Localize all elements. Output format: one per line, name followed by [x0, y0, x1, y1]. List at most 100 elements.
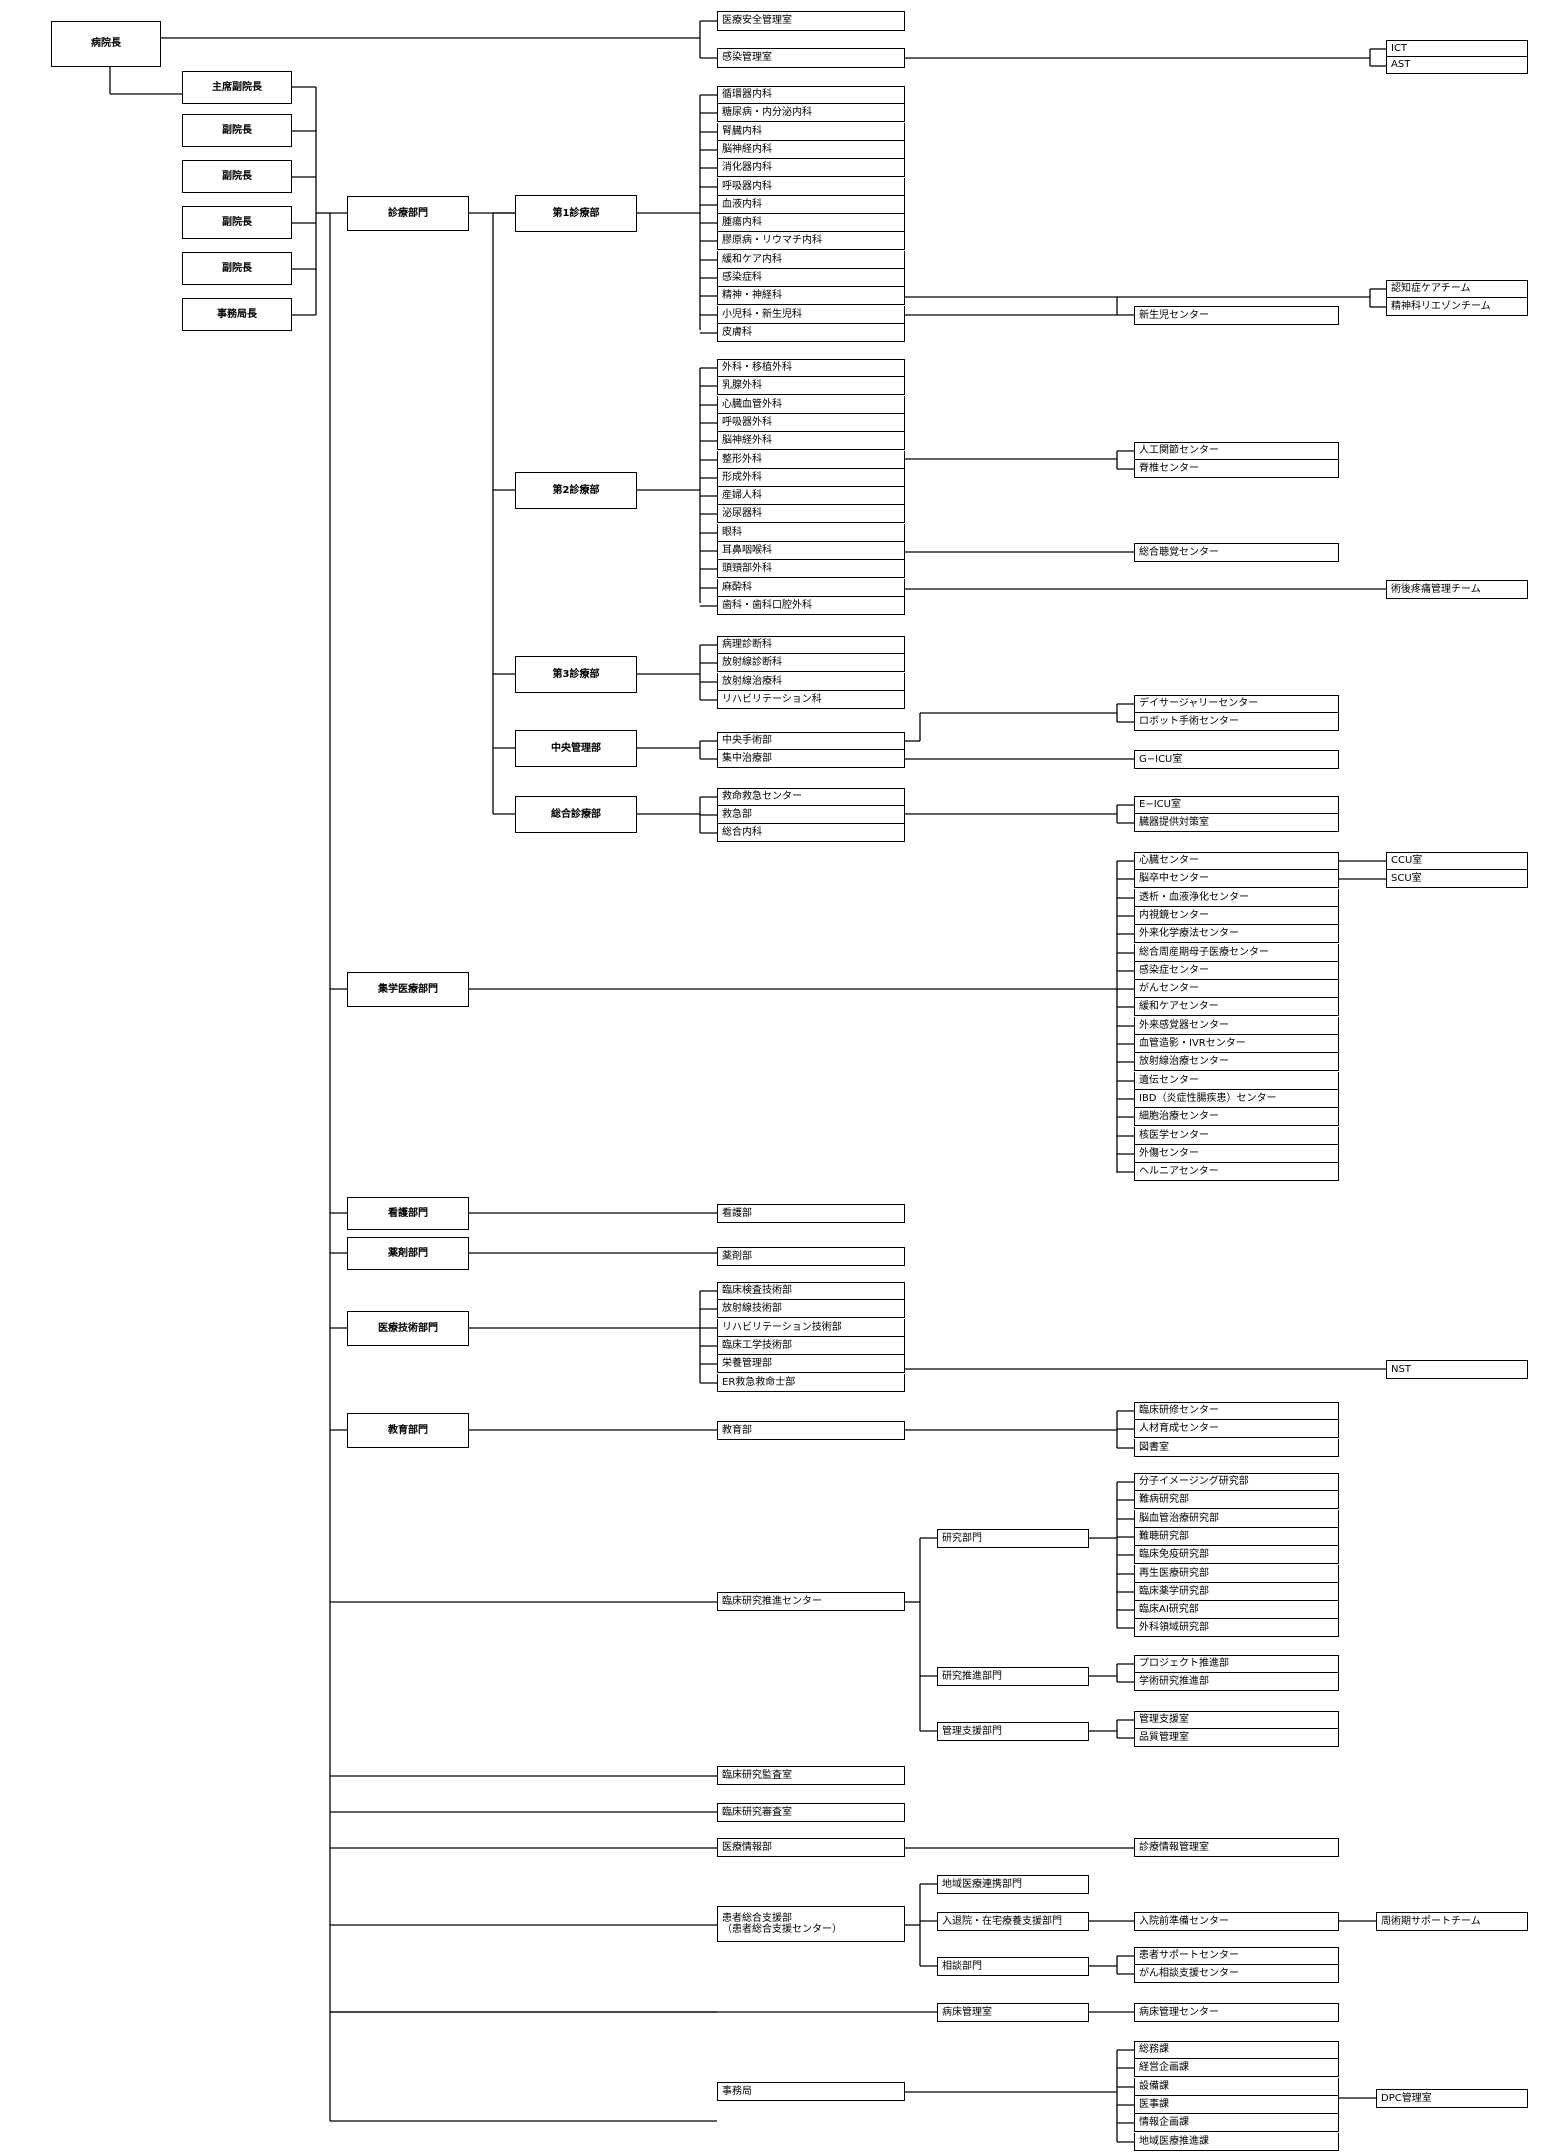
office-item: 医事課 [1134, 2096, 1339, 2114]
consult-dept: 相談部門 [937, 1957, 1089, 1976]
central-item: 中央手術部 [717, 732, 905, 750]
research-item: 分子イメージング研究部 [1134, 1473, 1339, 1491]
dept2-item: 耳鼻咽喉科 [717, 542, 905, 560]
promo-item: 学術研究推進部 [1134, 1673, 1339, 1691]
division-shugaku: 集学医療部門 [347, 972, 469, 1007]
research-item: 外科領域研究部 [1134, 1619, 1339, 1637]
office-item: 総務課 [1134, 2041, 1339, 2059]
dept2-item: 乳腺外科 [717, 377, 905, 395]
dept2-item: 歯科・歯科口腔外科 [717, 597, 905, 615]
deputy-box: 副院長 [182, 206, 292, 239]
general-box: 総合診療部 [515, 796, 637, 833]
division-yakuzai: 薬剤部門 [347, 1237, 469, 1270]
center-item: ヘルニアセンター [1134, 1163, 1339, 1181]
ccu-room: CCU室 [1386, 852, 1528, 870]
audit-office: 臨床研究監査室 [717, 1766, 905, 1785]
tech-item: リハビリテーション技術部 [717, 1319, 905, 1337]
info-dept: 医療情報部 [717, 1838, 905, 1857]
promo-item: プロジェクト推進部 [1134, 1655, 1339, 1673]
infection-office: 感染管理室 [717, 48, 905, 68]
deputy-box: 主席副院長 [182, 71, 292, 104]
center-item: 透析・血液浄化センター [1134, 889, 1339, 907]
center-item: 細胞治療センター [1134, 1108, 1339, 1126]
dept1-item: 腎臓内科 [717, 123, 905, 141]
team-box: 認知症ケアチーム [1386, 280, 1528, 298]
office-item: 設備課 [1134, 2078, 1339, 2096]
education-item: 人材育成センター [1134, 1420, 1339, 1438]
research-item: 再生医療研究部 [1134, 1565, 1339, 1583]
dept1-item: 皮膚科 [717, 324, 905, 342]
division-shinryo: 診療部門 [347, 196, 469, 231]
nursing-dept: 看護部 [717, 1204, 905, 1223]
center-item: 核医学センター [1134, 1127, 1339, 1145]
ortho-center: 脊椎センター [1134, 460, 1339, 478]
dept1-item: 消化器内科 [717, 159, 905, 177]
research-center: 臨床研究推進センター [717, 1592, 905, 1611]
er-room: 臓器提供対策室 [1134, 814, 1339, 832]
gicu-room: G−ICU室 [1134, 750, 1339, 769]
ict-box: ICT [1386, 40, 1528, 57]
center-item: 血管造影・IVRセンター [1134, 1035, 1339, 1053]
center-item: 外来感覚器センター [1134, 1017, 1339, 1035]
education-item: 臨床研修センター [1134, 1402, 1339, 1420]
division-kango: 看護部門 [347, 1197, 469, 1230]
division-kyoiku: 教育部門 [347, 1413, 469, 1448]
pain-team: 術後疼痛管理チーム [1386, 580, 1528, 599]
dept1-item: 感染症科 [717, 269, 905, 287]
dept2-item: 心臓血管外科 [717, 396, 905, 414]
consult-item: 患者サポートセンター [1134, 1947, 1339, 1965]
deputy-box: 事務局長 [182, 298, 292, 331]
dept2-item: 頭頸部外科 [717, 560, 905, 578]
pharmacy-dept: 薬剤部 [717, 1247, 905, 1266]
mgmt-item: 管理支援室 [1134, 1711, 1339, 1729]
promo-dept: 研究推進部門 [937, 1667, 1089, 1686]
dept2-item: 外科・移植外科 [717, 359, 905, 377]
research-dept: 研究部門 [937, 1529, 1089, 1548]
neonatal-center: 新生児センター [1134, 306, 1339, 325]
office-item: 経営企画課 [1134, 2059, 1339, 2077]
team-box: 精神科リエゾンチーム [1386, 298, 1528, 316]
deputy-box: 副院長 [182, 160, 292, 193]
office-dept: 事務局 [717, 2082, 905, 2101]
ortho-center: 人工関節センター [1134, 442, 1339, 460]
dept2-item: 泌尿器科 [717, 505, 905, 523]
general-item: 救命救急センター [717, 788, 905, 806]
dept1-item: 膠原病・リウマチ内科 [717, 232, 905, 250]
tech-item: ER救急救命士部 [717, 1374, 905, 1392]
pre-admission-center: 入院前準備センター [1134, 1912, 1339, 1931]
deputy-box: 副院長 [182, 252, 292, 285]
research-item: 難聴研究部 [1134, 1528, 1339, 1546]
dept2-item: 産婦人科 [717, 487, 905, 505]
central-box: 中央管理部 [515, 730, 637, 767]
center-item: 総合周産期母子医療センター [1134, 944, 1339, 962]
center-item: 心臓センター [1134, 852, 1339, 870]
records-office: 診療情報管理室 [1134, 1838, 1339, 1857]
center-item: 放射線治療センター [1134, 1053, 1339, 1071]
tech-item: 臨床工学技術部 [717, 1337, 905, 1355]
research-item: 脳血管治療研究部 [1134, 1510, 1339, 1528]
research-item: 臨床薬学研究部 [1134, 1583, 1339, 1601]
dept3-item: 病理診断科 [717, 636, 905, 654]
hearing-center: 総合聴覚センター [1134, 543, 1339, 562]
general-item: 救急部 [717, 806, 905, 824]
dept1-item: 糖尿病・内分泌内科 [717, 104, 905, 122]
research-item: 臨床AI研究部 [1134, 1601, 1339, 1619]
bed-center: 病床管理センター [1134, 2003, 1339, 2022]
dpc-office: DPC管理室 [1376, 2089, 1528, 2108]
dept3-box: 第3診療部 [515, 656, 637, 693]
dept2-item: 形成外科 [717, 469, 905, 487]
center-item: 外傷センター [1134, 1145, 1339, 1163]
dept2-item: 呼吸器外科 [717, 414, 905, 432]
office-item: 地域医療推進課 [1134, 2133, 1339, 2151]
center-item: 内視鏡センター [1134, 907, 1339, 925]
director-box: 病院長 [51, 21, 161, 67]
center-item: 外来化学療法センター [1134, 925, 1339, 943]
scu-room: SCU室 [1386, 870, 1528, 888]
deputy-box: 副院長 [182, 114, 292, 147]
admission-dept: 入退院・在宅療養支援部門 [937, 1912, 1089, 1931]
center-item: 緩和ケアセンター [1134, 998, 1339, 1016]
division-gijutsu: 医療技術部門 [347, 1311, 469, 1346]
dept1-item: 循環器内科 [717, 86, 905, 104]
bed-office: 病床管理室 [937, 2003, 1089, 2022]
